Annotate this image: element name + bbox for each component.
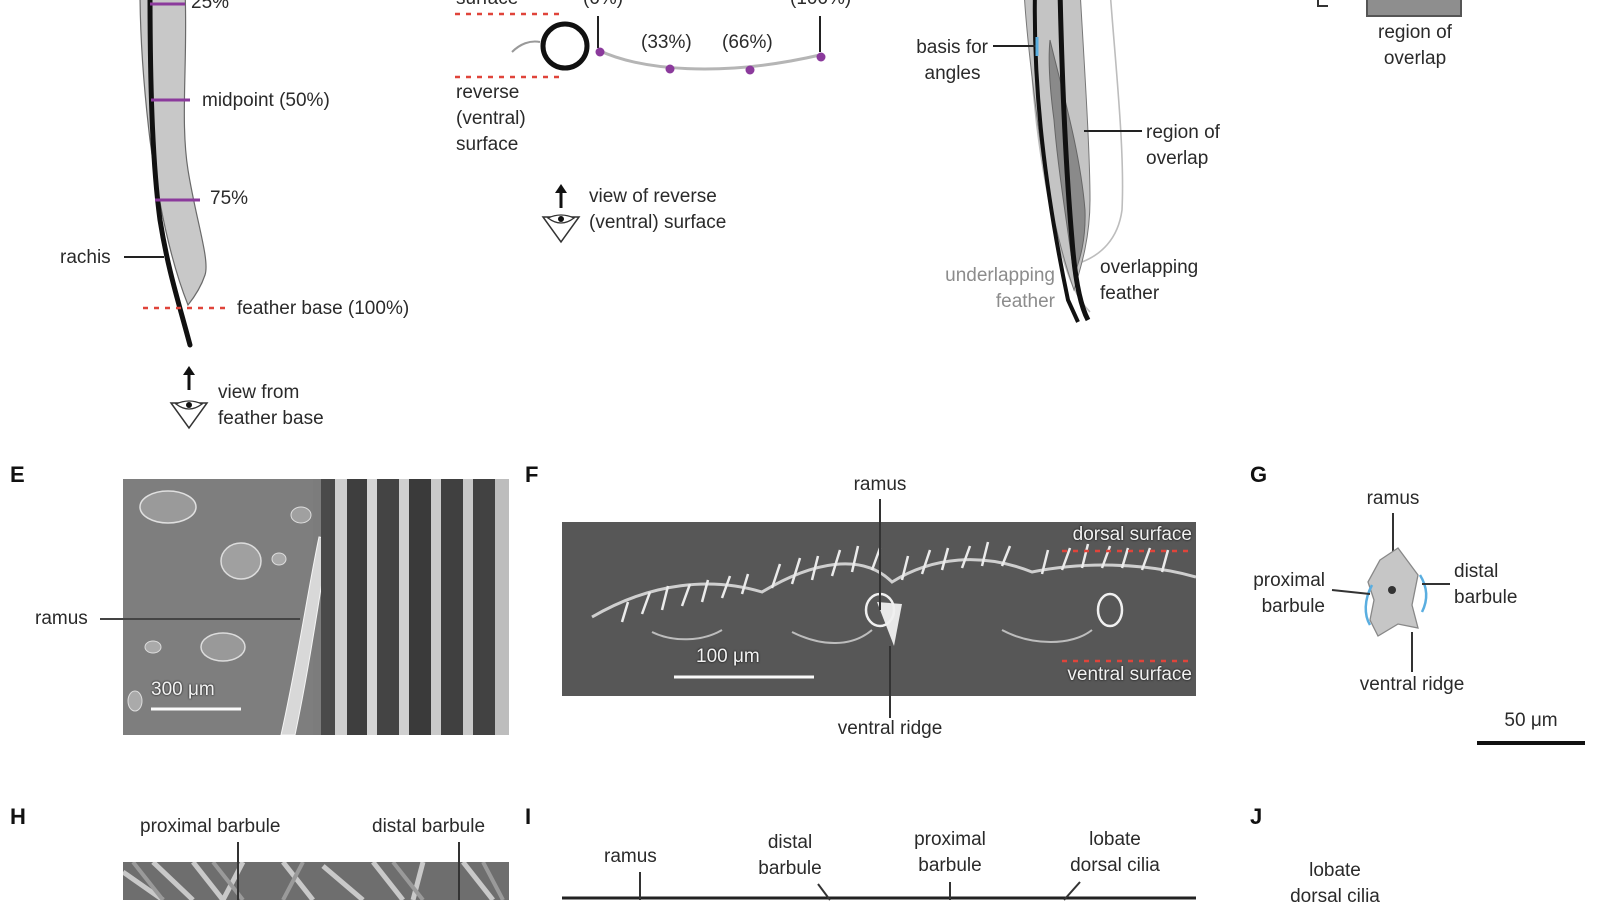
lobate-j-line1: lobate bbox=[1275, 858, 1395, 884]
lobate-j-line2: dorsal cilia bbox=[1275, 884, 1395, 910]
